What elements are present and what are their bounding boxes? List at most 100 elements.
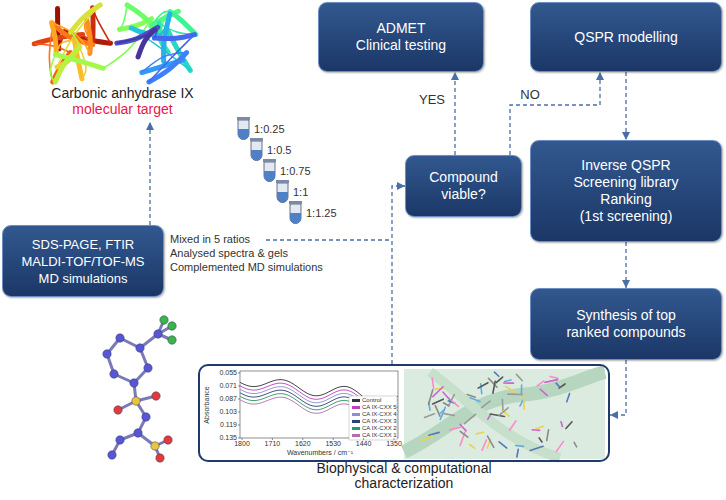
axis-label: 1710 (265, 440, 281, 448)
md-stick (494, 372, 498, 376)
axis-label: 1350 (386, 440, 402, 448)
md-stick (517, 449, 518, 457)
test-tube (264, 162, 275, 182)
edge-label: YES (417, 93, 447, 107)
md-stick (444, 414, 454, 416)
md-stick (429, 432, 439, 435)
process-box: Synthesis of top ranked compounds (530, 288, 722, 360)
tick (238, 425, 240, 426)
legend-row: CA IX-CXX 2 (352, 425, 397, 432)
atom (160, 316, 168, 324)
axis-label: 0.119 (220, 421, 237, 429)
atom (144, 364, 152, 372)
legend-text: CA IX-CXX 3 (362, 418, 397, 425)
axis-label: Absorbance (203, 386, 211, 423)
md-stick (429, 390, 433, 404)
decision-box: Compound viable? (405, 155, 522, 217)
target-illustration: Carbonic anhydrase IXmolecular target (15, 0, 230, 120)
process-box: ADMETClinical testing (318, 2, 484, 72)
box-text: (1st screening) (580, 208, 673, 225)
tube-liquid (277, 192, 288, 203)
protein-loop (52, 23, 90, 54)
md-stick (523, 395, 525, 409)
md-stick (567, 393, 570, 401)
md-stick (516, 374, 522, 380)
md-stick (470, 444, 475, 448)
axis-label: 0.087 (219, 395, 237, 403)
process-box: QSPR modelling (530, 2, 722, 72)
characterization-panel: Biophysical & computational characteriza… (198, 364, 610, 462)
box-text: SDS-PAGE, FTIR MALDI-TOF/TOF-MS MD simul… (11, 236, 155, 287)
legend-text: CA IX-CXX 5 (362, 404, 397, 411)
axis-label: 0.071 (219, 382, 237, 390)
protein-strand (138, 30, 155, 57)
md-stick (502, 399, 504, 409)
figure-caption: Carbonic anhydrase IX (51, 85, 193, 101)
legend-text: CA IX-CXX 1 (362, 432, 397, 439)
ratio-label: 1:1.25 (306, 207, 337, 220)
atom (114, 406, 122, 414)
md-stick (505, 380, 511, 382)
md-stick (537, 381, 543, 386)
atom (136, 344, 144, 352)
md-stick (510, 421, 516, 430)
test-tube (238, 120, 249, 140)
md-stick (470, 398, 480, 402)
tick (238, 412, 240, 413)
flow-arrow (149, 122, 150, 225)
legend-row: CA IX-CXX 1 (352, 432, 397, 439)
box-text: Synthesis of top ranked compounds (564, 307, 689, 341)
md-stick (539, 438, 542, 442)
figure-caption: molecular target (72, 101, 172, 117)
axis-label: 1440 (356, 440, 372, 448)
legend-row: CA IX-CXX 3 (352, 418, 397, 425)
protein-strand (149, 53, 187, 82)
md-stick (550, 376, 558, 378)
md-stick (443, 392, 451, 401)
panel-caption: Biophysical & computational characteriza… (284, 461, 524, 491)
note-text: Complemented MD simulations (170, 261, 323, 274)
protein-strand (55, 47, 79, 82)
md-ground (404, 369, 605, 459)
md-stick (452, 401, 458, 406)
md-stick (488, 436, 494, 447)
md-stick (556, 383, 559, 387)
spectrum-curve (240, 394, 398, 419)
test-tube (251, 141, 262, 161)
md-stick (449, 395, 455, 406)
md-stick (530, 446, 543, 450)
tick (394, 438, 395, 440)
protein-loop (119, 5, 127, 29)
box-text: ADMET (377, 20, 426, 37)
legend-swatch (352, 413, 360, 416)
flow-arrow (625, 242, 626, 288)
tube-cap (289, 201, 302, 204)
tick (238, 438, 240, 439)
atom (110, 370, 118, 378)
box-text: Compound viable? (419, 169, 509, 203)
md-stick (439, 410, 443, 414)
tick (363, 438, 364, 440)
md-stick (488, 415, 491, 420)
protein-loop (149, 35, 195, 82)
md-ribbon (404, 372, 605, 452)
atom (152, 392, 160, 400)
md-stick (478, 383, 488, 388)
protein-loop (71, 32, 80, 47)
process-box: Inverse QSPR Screening library Ranking(1… (530, 140, 722, 242)
md-stick (536, 426, 544, 429)
md-stick (476, 432, 483, 434)
axis-label: 1620 (295, 440, 311, 448)
test-tube (290, 204, 301, 224)
axis-label: 0.103 (219, 408, 237, 416)
md-stick (460, 424, 466, 431)
legend-row: CA IX-CXX 4 (352, 411, 397, 418)
tick (238, 399, 240, 400)
legend-swatch (352, 399, 360, 402)
atom (151, 442, 159, 450)
legend-row: CA IX-CXX 5 (352, 404, 397, 411)
md-stick (425, 414, 435, 418)
md-stick (490, 414, 504, 417)
md-stick (520, 400, 523, 406)
